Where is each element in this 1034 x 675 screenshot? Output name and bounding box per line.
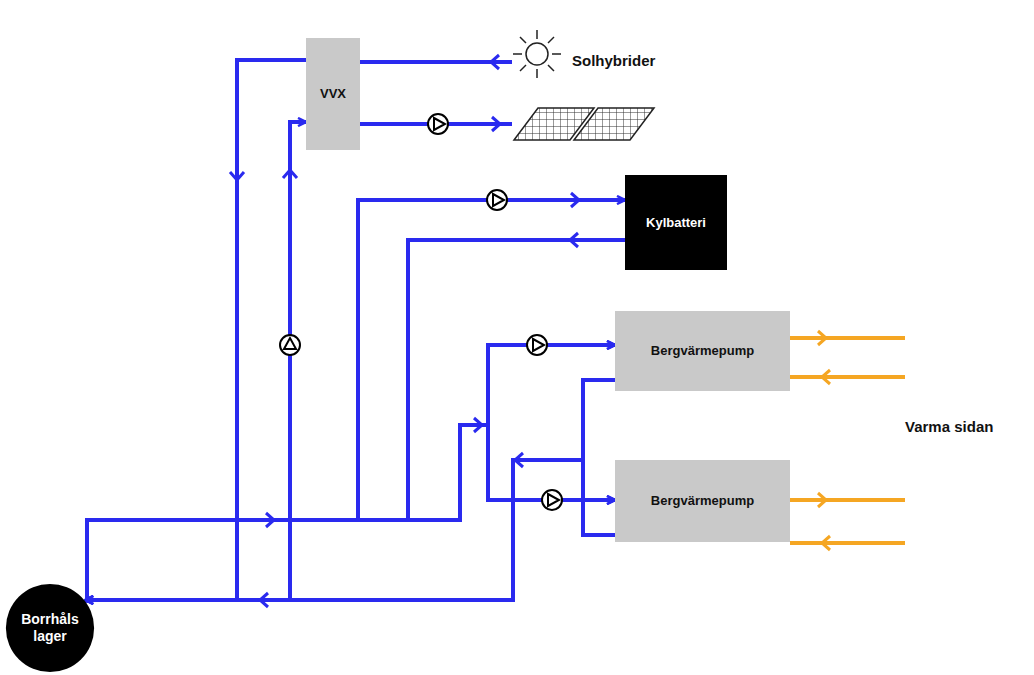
- heat-exchanger-box: VVX: [306, 38, 360, 150]
- pipe-connector: [85, 122, 306, 600]
- warm-side-pipes: [790, 331, 905, 550]
- solar-panels: [514, 108, 654, 140]
- cooling-coil-box: Kylbatteri: [625, 175, 727, 270]
- node-label: Bergvärmepump: [651, 343, 754, 359]
- heat-pump-box: Bergvärmepump: [615, 460, 790, 542]
- solar-label: Solhybrider: [572, 52, 655, 69]
- heat-pump-box: Bergvärmepump: [615, 311, 790, 391]
- pipe-connector: [85, 460, 615, 600]
- node-label: VVX: [320, 86, 346, 102]
- flow-chevrons: [230, 55, 579, 607]
- node-label: Bergvärmepump: [651, 493, 754, 509]
- circulation-pumps: [280, 114, 562, 510]
- node-label: Borrhåls lager: [14, 611, 86, 645]
- pipe-connector: [85, 60, 306, 600]
- node-label: Kylbatteri: [646, 215, 706, 231]
- side-label: Varma sidan: [905, 418, 993, 435]
- pipe-connector: [87, 425, 615, 602]
- borehole-storage-circle: Borrhåls lager: [5, 583, 95, 673]
- pipe-connector: [87, 345, 615, 602]
- pipe-connector: [87, 200, 625, 602]
- sun-icon: [513, 30, 561, 78]
- pipe-connector: [85, 380, 615, 600]
